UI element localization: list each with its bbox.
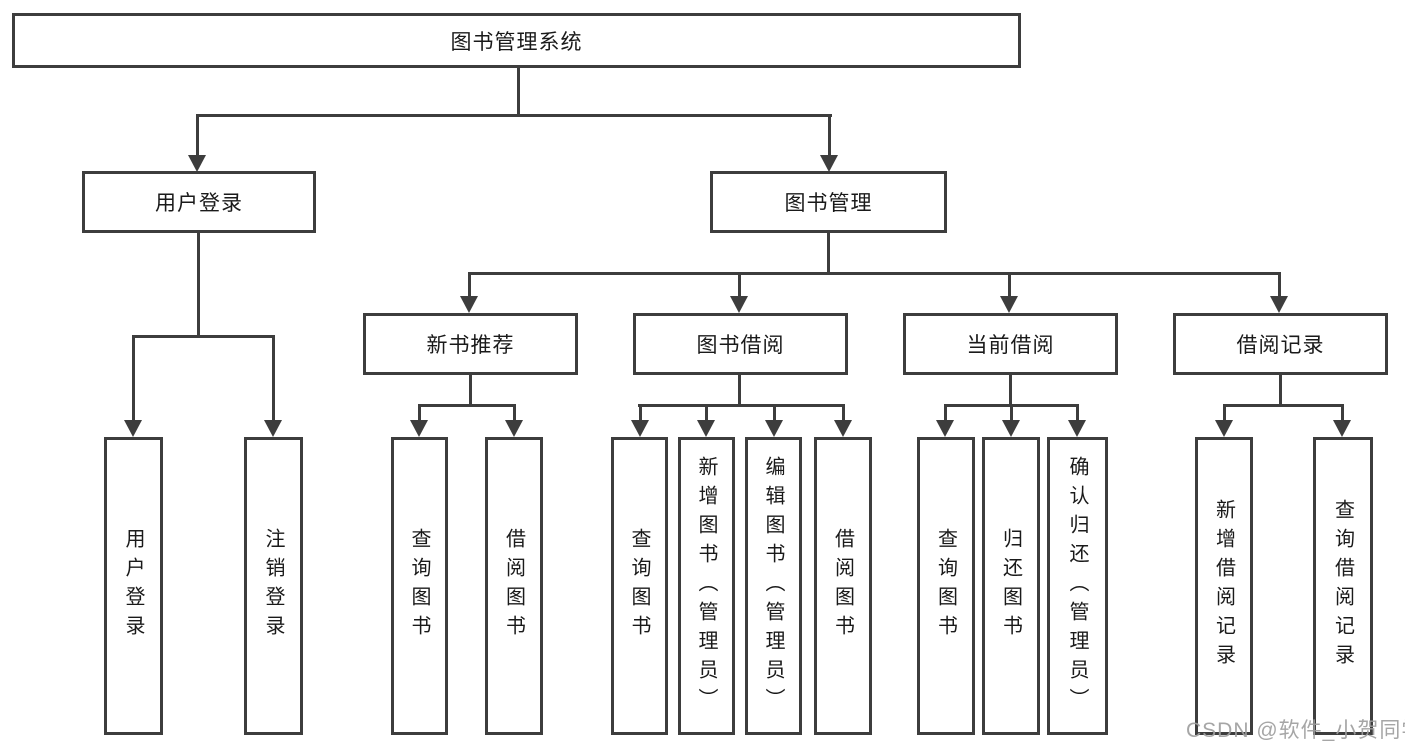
connector-book-borrow-bar xyxy=(638,404,845,407)
node-user-login: 用户登录 xyxy=(82,171,316,233)
connector-borrow-record-stem xyxy=(1279,375,1282,406)
connector-root-bar xyxy=(196,114,832,117)
leaf-br-add-record: 新增借阅记录 xyxy=(1195,437,1253,735)
leaf-cb-confirm-return-admin: 确认归还（管理员） xyxy=(1047,437,1108,735)
leaf-bb-edit-books-admin: 编辑图书（管理员） xyxy=(745,437,802,735)
leaf-bb-query-books: 查询图书 xyxy=(611,437,668,735)
leaf-bb-add-books-admin: 新增图书（管理员） xyxy=(678,437,735,735)
leaf-nbr-borrow-books: 借阅图书 xyxy=(485,437,543,735)
connector-current-borrow-stem xyxy=(1009,375,1012,406)
csdn-watermark: CSDN @软件_小贺同学 xyxy=(1186,719,1405,742)
node-root-library-system: 图书管理系统 xyxy=(12,13,1021,68)
connector-root-stem xyxy=(517,68,520,116)
connector-book-mgmt-bar xyxy=(468,272,1281,275)
leaf-logout: 注销登录 xyxy=(244,437,303,735)
connector-user-login-bar xyxy=(132,335,275,338)
connector-new-book-rec-bar xyxy=(418,404,516,407)
connector-borrow-record-bar xyxy=(1223,404,1344,407)
node-borrowing-records: 借阅记录 xyxy=(1173,313,1388,375)
connector-new-book-rec-stem xyxy=(469,375,472,406)
leaf-bb-borrow-books: 借阅图书 xyxy=(814,437,872,735)
node-current-borrowing: 当前借阅 xyxy=(903,313,1118,375)
node-new-book-recommend: 新书推荐 xyxy=(363,313,578,375)
connector-current-borrow-bar xyxy=(944,404,1079,407)
leaf-cb-return-books: 归还图书 xyxy=(982,437,1040,735)
connector-book-mgmt-stem xyxy=(827,233,830,274)
connector-book-borrow-stem xyxy=(738,375,741,406)
node-book-management: 图书管理 xyxy=(710,171,947,233)
leaf-user-login: 用户登录 xyxy=(104,437,163,735)
node-book-borrowing: 图书借阅 xyxy=(633,313,848,375)
leaf-cb-query-books: 查询图书 xyxy=(917,437,975,735)
leaf-br-query-record: 查询借阅记录 xyxy=(1313,437,1373,735)
connector-user-login-stem xyxy=(197,233,200,337)
leaf-nbr-query-books: 查询图书 xyxy=(391,437,448,735)
